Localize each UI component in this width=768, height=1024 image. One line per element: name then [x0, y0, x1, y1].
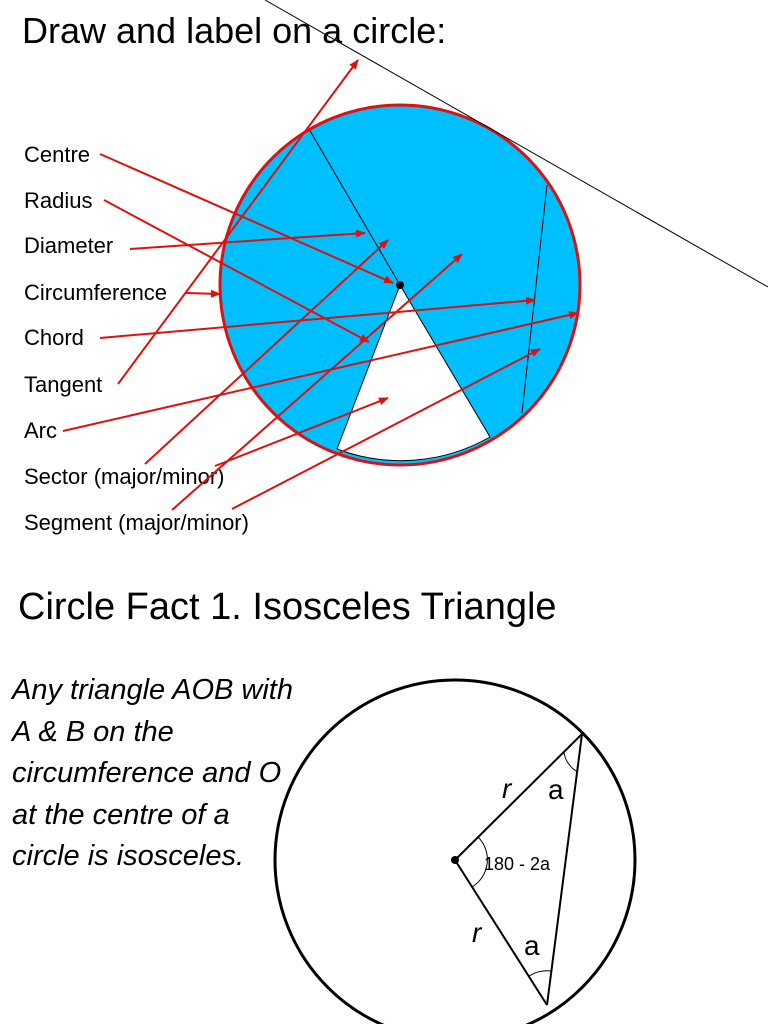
- labelled-circle: [218, 103, 582, 467]
- radius-ob: [454, 859, 548, 1006]
- label-radius: Radius: [24, 188, 93, 213]
- arrow-circumference: [185, 289, 221, 298]
- angle-label-top: a: [548, 774, 564, 805]
- angle-label-bottom: a: [524, 930, 540, 961]
- isosceles-figure: r r a a 180 - 2a: [273, 678, 637, 1024]
- arrow-tangent: [117, 59, 359, 385]
- arrow-sector-major: [144, 239, 389, 465]
- arrow-centre: [99, 153, 394, 284]
- arrow-sector-minor: [214, 397, 389, 467]
- label-segment: Segment (major/minor): [24, 510, 249, 535]
- arrow-segment-major: [171, 253, 463, 511]
- fact-title: Circle Fact 1. Isosceles Triangle: [18, 586, 557, 628]
- label-tangent: Tangent: [24, 372, 103, 397]
- arrow-chord: [99, 296, 536, 339]
- radius-line: [308, 128, 401, 286]
- label-circumference: Circumference: [24, 280, 168, 305]
- label-chord: Chord: [24, 325, 84, 350]
- label-centre: Centre: [24, 142, 91, 167]
- label-arrows: [62, 59, 579, 511]
- angle-arc-bottom: [528, 970, 552, 977]
- fact-description: Any triangle AOB with A & B on the circu…: [12, 674, 293, 872]
- chord-ab: [546, 733, 583, 1006]
- label-diameter: Diameter: [24, 233, 114, 258]
- tangent-line: [264, 0, 768, 288]
- arrow-diameter: [129, 229, 366, 250]
- circumference: [218, 103, 582, 467]
- arrow-arc: [62, 311, 579, 432]
- radius-label-top: r: [502, 773, 513, 804]
- centre-o-dot: [451, 856, 459, 864]
- sector-cutout: [336, 283, 491, 462]
- centre-dot: [396, 281, 404, 289]
- label-arc: Arc: [24, 418, 57, 443]
- bottom-circle: [273, 678, 637, 1024]
- arrow-segment-minor: [231, 348, 541, 510]
- angle-arc-top: [563, 751, 579, 773]
- radius-oa: [454, 733, 583, 861]
- angle-label-centre: 180 - 2a: [484, 854, 551, 874]
- angle-arc-centre: [471, 836, 488, 888]
- radius-label-bottom: r: [472, 917, 483, 948]
- label-sector: Sector (major/minor): [24, 464, 225, 489]
- slide-title: Draw and label on a circle:: [22, 10, 447, 51]
